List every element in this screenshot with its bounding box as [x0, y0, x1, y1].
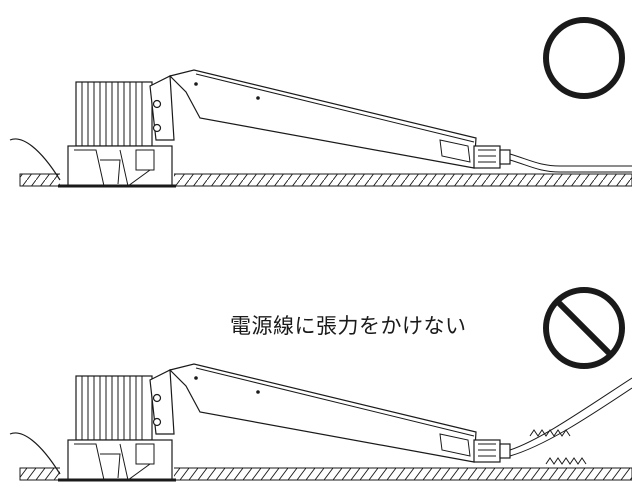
- tension-zigzag-upper: [529, 429, 571, 437]
- prohibition-icon: [543, 287, 625, 369]
- power-cable-slack: [509, 153, 632, 173]
- correct-installation-panel: [8, 17, 632, 190]
- warning-caption: 電源線に張力をかけない: [230, 314, 467, 338]
- downlight-fixture: [8, 362, 512, 482]
- tension-zigzag-lower: [545, 457, 587, 465]
- circle-ok-icon: [543, 17, 625, 99]
- power-cable-taut: [509, 377, 632, 457]
- incorrect-installation-panel: [8, 287, 632, 484]
- downlight-fixture: [8, 68, 512, 188]
